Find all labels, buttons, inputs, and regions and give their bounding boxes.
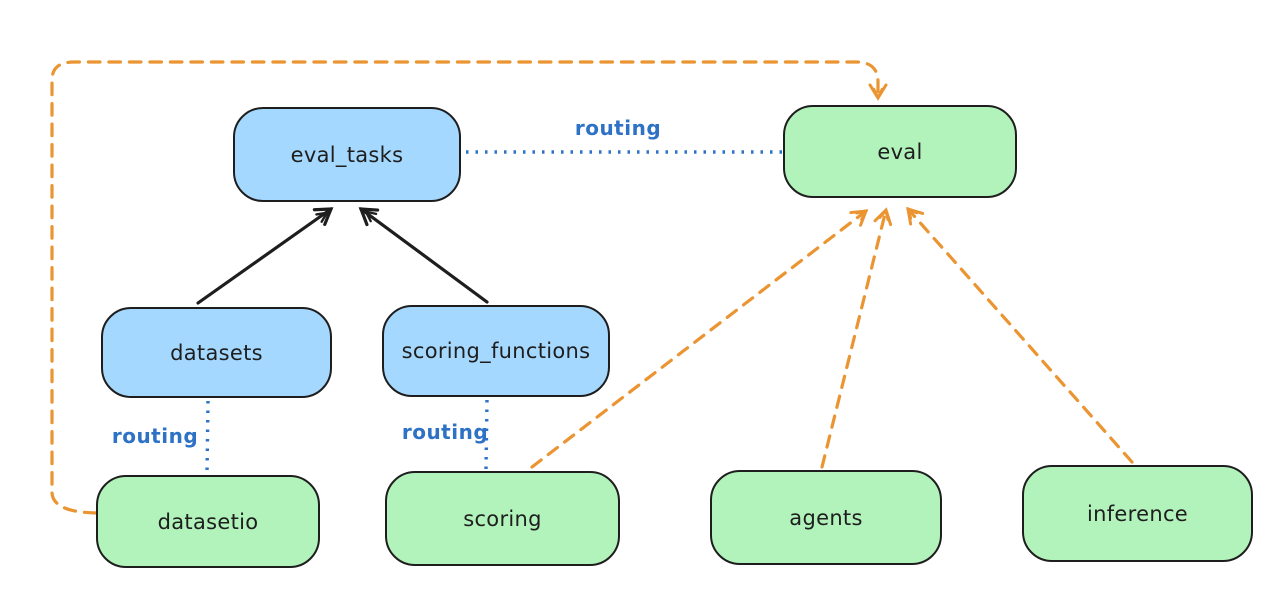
- node-datasetio: datasetio: [96, 475, 320, 568]
- node-datasetio-label: datasetio: [157, 509, 259, 534]
- edge-routing-scoring-functions-scoring: [484, 399, 489, 470]
- edge-datasets-to-eval-tasks: [196, 207, 334, 305]
- node-eval-tasks-label: eval_tasks: [290, 142, 404, 167]
- node-scoring-functions-label: scoring_functions: [401, 339, 591, 363]
- node-eval-tasks: eval_tasks: [233, 107, 461, 202]
- node-agents: agents: [710, 470, 942, 565]
- node-datasets: datasets: [101, 307, 332, 398]
- node-scoring-label: scoring: [463, 506, 542, 531]
- edge-agents-to-eval: [820, 207, 893, 469]
- node-scoring: scoring: [385, 471, 620, 566]
- edge-scoring-to-eval: [530, 209, 869, 469]
- edge-datasetio-loop-to-eval: [50, 60, 888, 515]
- node-agents-label: agents: [789, 505, 863, 530]
- edge-routing-datasets-datasetio: [205, 400, 210, 474]
- edge-scoring-functions-to-eval-tasks: [358, 207, 489, 304]
- node-eval-label: eval: [877, 139, 923, 164]
- edge-inference-to-eval: [906, 206, 1134, 464]
- routing-label-eval-tasks-eval: routing: [574, 116, 662, 140]
- node-inference: inference: [1022, 465, 1253, 562]
- node-scoring-functions: scoring_functions: [382, 305, 610, 397]
- node-inference-label: inference: [1086, 501, 1189, 526]
- routing-label-scoring-functions-scoring: routing: [401, 420, 489, 444]
- routing-label-datasets-datasetio: routing: [111, 424, 199, 448]
- node-eval: eval: [783, 105, 1017, 198]
- node-datasets-label: datasets: [170, 340, 263, 365]
